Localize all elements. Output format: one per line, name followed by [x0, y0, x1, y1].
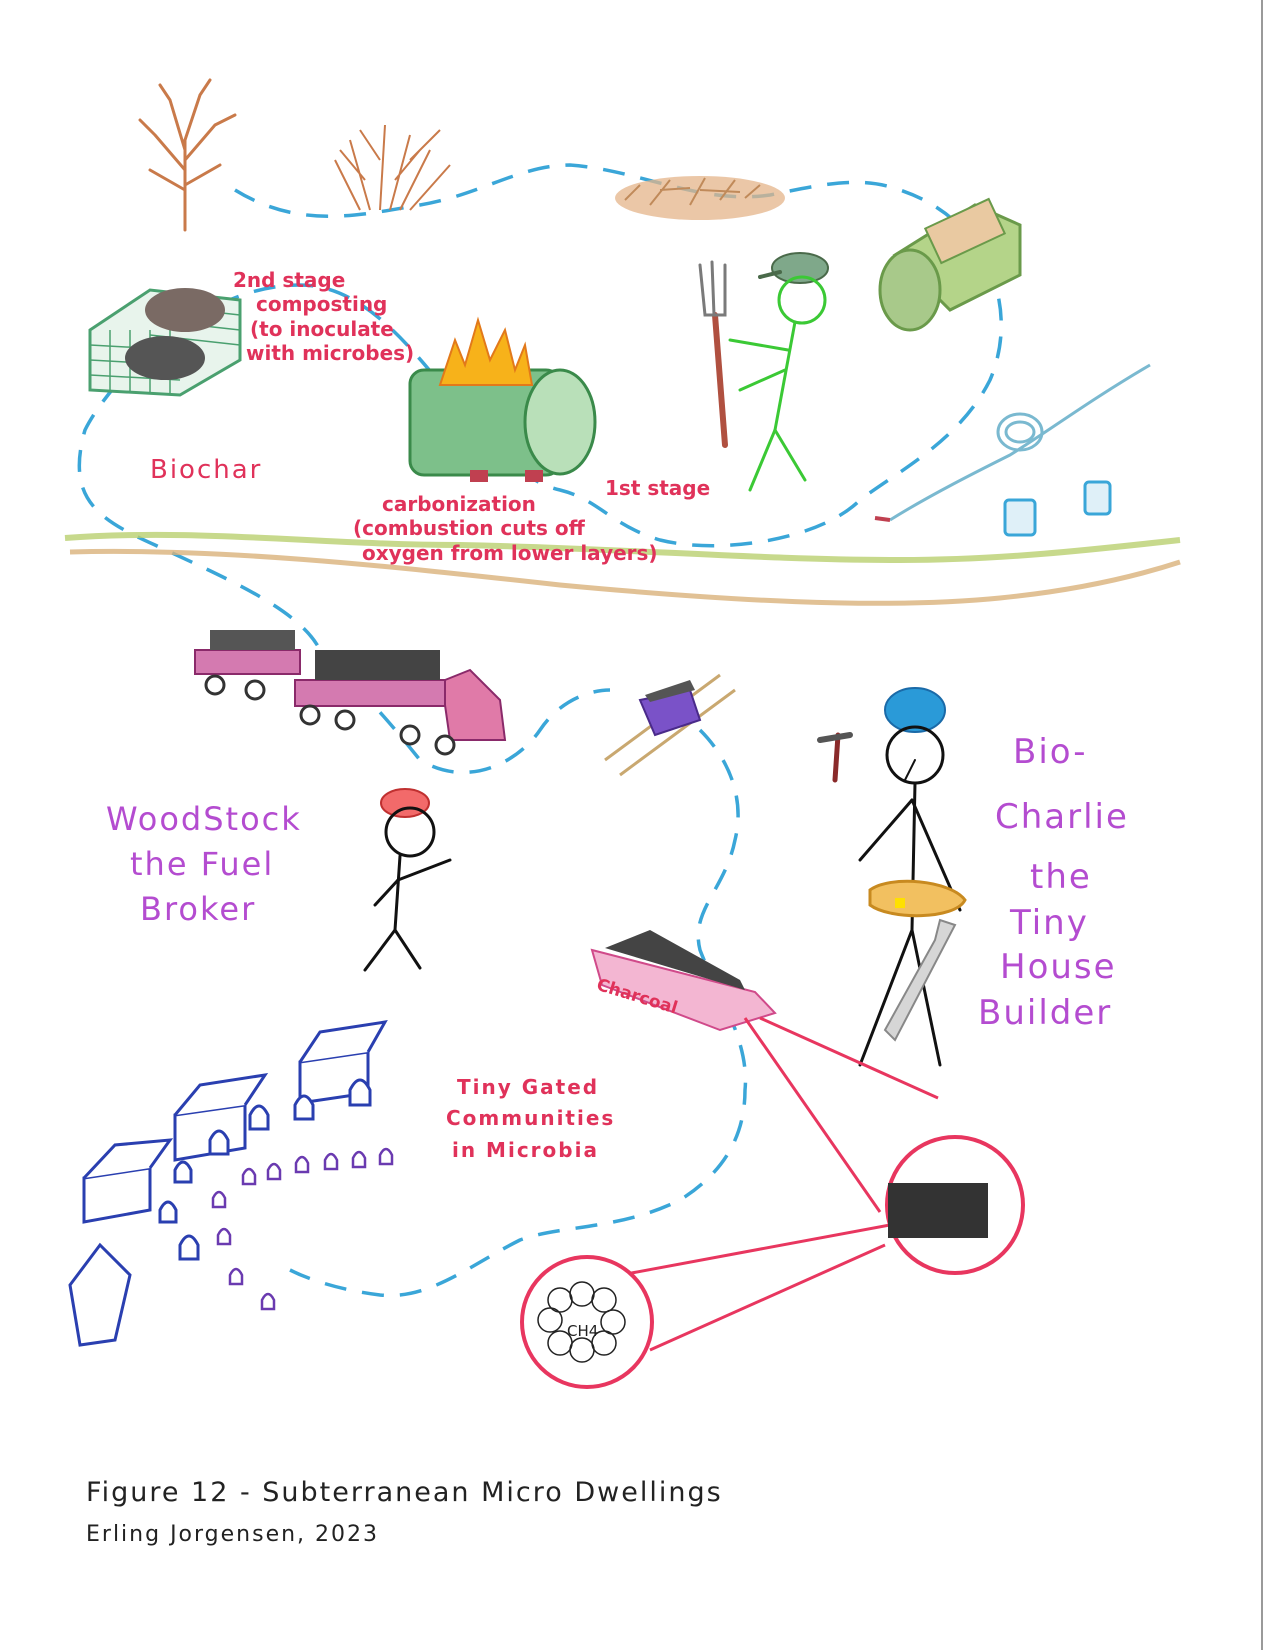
communities-label-line1: Tiny Gated [457, 1075, 600, 1099]
bio-charlie-figure [817, 687, 967, 1067]
ground-line-green [64, 531, 1181, 564]
charlie-label-line6: Builder [978, 993, 1113, 1033]
tiny-houses [68, 1020, 388, 1347]
carbonization-label-line1: carbonization [382, 492, 536, 516]
biochar-label: Biochar [150, 455, 263, 485]
communities-label-line3: in Microbia [452, 1138, 599, 1162]
magnifier-lens-large [885, 1135, 1025, 1275]
buckets [1003, 480, 1112, 537]
charlie-label-line1: Bio- [1013, 732, 1088, 772]
log-truck [194, 630, 507, 756]
mine-cart [604, 673, 736, 777]
flow-path-upper [77, 163, 1003, 775]
compost-bins [88, 288, 242, 397]
charlie-label-line5: House [1000, 947, 1117, 987]
carbonization-label-line3: oxygen from lower layers) [362, 541, 658, 565]
woodstock-figure [363, 788, 452, 972]
figure-caption-author: Erling Jorgensen, 2023 [86, 1522, 380, 1547]
stage1-label: 1st stage [605, 476, 711, 500]
magnifier-lens-small [520, 1255, 654, 1389]
farmer-with-pitchfork [698, 252, 829, 492]
flow-path-lower [289, 728, 748, 1298]
microbe-droplets-purple [211, 1147, 394, 1311]
wood-wagon [878, 197, 1022, 332]
microbe-droplets [158, 1078, 372, 1261]
stage2-label-line1: 2nd stage [233, 268, 346, 292]
bare-tree [138, 78, 237, 232]
charlie-label-line4: Tiny [1010, 903, 1089, 943]
stage2-label-line3: (to inoculate [250, 317, 394, 341]
wood-chip-pile [615, 176, 785, 220]
garden-hose [874, 363, 1151, 522]
woodstock-label-line2: the Fuel [130, 845, 275, 883]
charlie-label-line2: Charlie [995, 797, 1129, 837]
magnifier-lines [539, 1016, 939, 1352]
ground-line-tan [69, 548, 1181, 606]
woodstock-label-line1: WoodStock [106, 800, 302, 838]
stage2-label-line4: with microbes) [246, 341, 415, 365]
molecule-label: CH4 [567, 1322, 599, 1340]
bush [334, 124, 451, 211]
carbonization-tank [408, 316, 597, 482]
figure-caption-title: Figure 12 - Subterranean Micro Dwellings [86, 1477, 723, 1508]
carbonization-label-line2: (combustion cuts off [353, 516, 585, 540]
stage2-label-line2: composting [256, 292, 388, 316]
woodstock-label-line3: Broker [140, 890, 257, 928]
communities-label-line2: Communities [446, 1106, 616, 1130]
charlie-label-line3: the [1030, 857, 1092, 897]
